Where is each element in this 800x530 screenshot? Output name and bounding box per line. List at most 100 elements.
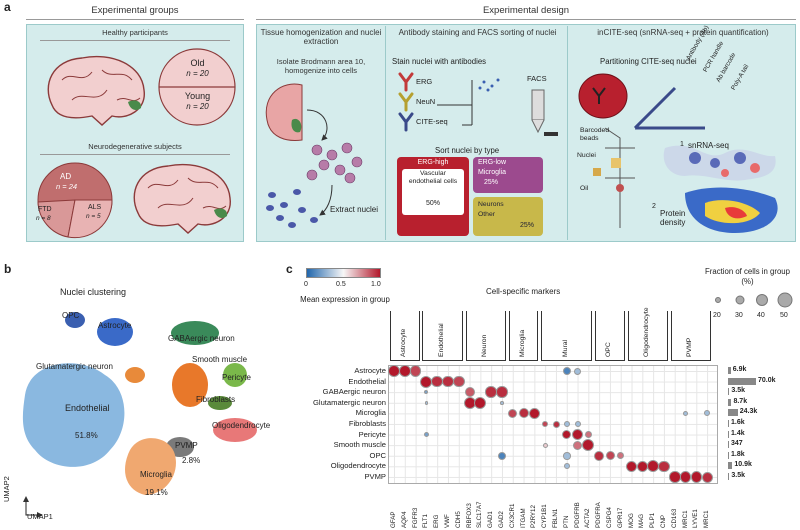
antibody-illustration [398, 72, 558, 136]
dot-mark [474, 396, 487, 409]
dot-mark [500, 401, 504, 405]
protein-label: Protein density [660, 209, 686, 227]
dot-mark [563, 463, 570, 470]
row-label: OPC [369, 450, 386, 460]
row-label: Oligodendrocyte [330, 461, 386, 471]
count-bar [728, 462, 733, 470]
step-2-num: 2 [652, 203, 656, 210]
dot-mark [496, 386, 508, 398]
gene-label: PLP1 [649, 512, 657, 528]
category-bracket [595, 311, 625, 361]
panel-c-letter: c [286, 262, 293, 276]
gene-label: CD163 [670, 508, 678, 528]
size-tick-40: 40 [757, 312, 765, 319]
gene-label: PDGFRA [595, 501, 603, 528]
umap-cluster-pericyte [223, 363, 247, 387]
ftd-label: FTD [38, 206, 52, 213]
category-label: Astrocyte [399, 328, 407, 357]
category-label: Mural [561, 340, 569, 357]
count-bar [728, 441, 729, 449]
row-label: Fibroblasts [348, 419, 386, 428]
gene-label: MAG [638, 513, 646, 528]
cluster-label-pvmp: PVMP [175, 441, 198, 450]
sort-label: Sort nuclei by type [435, 146, 500, 155]
size-tick-20: 20 [713, 312, 721, 319]
umap-cluster-astrocyte [97, 318, 133, 346]
other-tag: Other [478, 211, 495, 218]
gene-label: MRC1 [681, 510, 689, 528]
dot-mark [690, 471, 703, 483]
brain-icon-healthy [47, 55, 145, 126]
count-bar [728, 367, 731, 374]
cbar-tick-0: 0 [304, 281, 308, 288]
row-label: Microglia [355, 408, 386, 418]
umap-cluster-smooth [172, 363, 208, 407]
gene-label: CSPG4 [606, 506, 613, 528]
umap-cluster-fibro [208, 396, 232, 410]
healthy-pie [158, 48, 236, 126]
category-label: OPC [605, 342, 612, 357]
umap-cluster-gaba [171, 321, 219, 345]
gene-label: PTN [562, 515, 570, 528]
category-label: Endothelial [437, 323, 445, 357]
extract-label: Extract nuclei [330, 205, 379, 214]
brain-icon-neuro [133, 163, 231, 234]
dot-mark [617, 452, 625, 460]
cluster-label-opc: OPC [62, 311, 80, 320]
ab-citeseq: CITE-seq [416, 117, 448, 126]
design-divider-2 [567, 26, 568, 240]
dot-mark [563, 421, 570, 427]
count-label: 3.5k [731, 472, 746, 479]
dot-mark [658, 460, 670, 473]
healthy-title: Healthy participants [102, 28, 168, 37]
dot-mark [442, 375, 454, 388]
design-header-rule [256, 19, 796, 20]
dot-mark [552, 420, 560, 428]
step1-title: Tissue homogenization and nuclei extract… [260, 28, 382, 46]
dot-mark [409, 365, 422, 377]
gene-label: P2RY12 [530, 504, 538, 528]
gene-label: AQP4 [400, 511, 408, 528]
category-label: Oligodendrocyte [642, 307, 650, 358]
gene-label: GAD2 [498, 510, 505, 528]
gene-label: GPR17 [616, 507, 624, 528]
gene-label: VWF [444, 513, 451, 528]
count-label: 10.9k [734, 461, 752, 469]
row-label: PVMP [364, 472, 386, 481]
barcoded-label: Barcoded beads [580, 127, 610, 142]
size-legend [715, 292, 793, 308]
category-bracket [390, 311, 420, 361]
count-label: 6.9k [732, 366, 747, 373]
gene-label: CX3CR1 [508, 503, 516, 528]
cluster-label-pericyte: Pericyte [222, 373, 251, 382]
count-label: 1.8k [731, 450, 745, 458]
dot-mark [584, 431, 592, 439]
pct-50: 50% [425, 200, 440, 207]
category-label: Microglia [518, 329, 526, 357]
category-label: PVMP [686, 337, 693, 357]
dot-mark [398, 365, 411, 377]
umap-plot [22, 312, 257, 518]
dot-mark [572, 429, 584, 441]
umap-cluster-microglia [125, 438, 176, 495]
category-bracket [541, 311, 593, 361]
umap2-label: UMAP2 [2, 476, 11, 502]
panel-a-letter: a [4, 0, 11, 14]
dot-mark [528, 407, 541, 420]
neuro-pie [37, 162, 113, 239]
dot-mark [679, 471, 692, 483]
category-bracket [422, 311, 463, 361]
dot-mark [682, 410, 689, 417]
gene-label: ACTA2 [584, 508, 592, 528]
category-label: Neuron [480, 334, 488, 357]
dot-mark [424, 400, 429, 405]
count-bar [728, 377, 756, 385]
gene-label: MOG [627, 512, 635, 528]
young-n: n = 20 [186, 102, 209, 111]
clustering-title: Nuclei clustering [60, 287, 127, 297]
gene-label: CNP [660, 514, 667, 528]
vasc-label: Vascular endothelial cells [408, 170, 458, 185]
dot-mark [542, 442, 548, 448]
old-n: n = 20 [186, 69, 209, 78]
category-bracket [670, 311, 712, 361]
